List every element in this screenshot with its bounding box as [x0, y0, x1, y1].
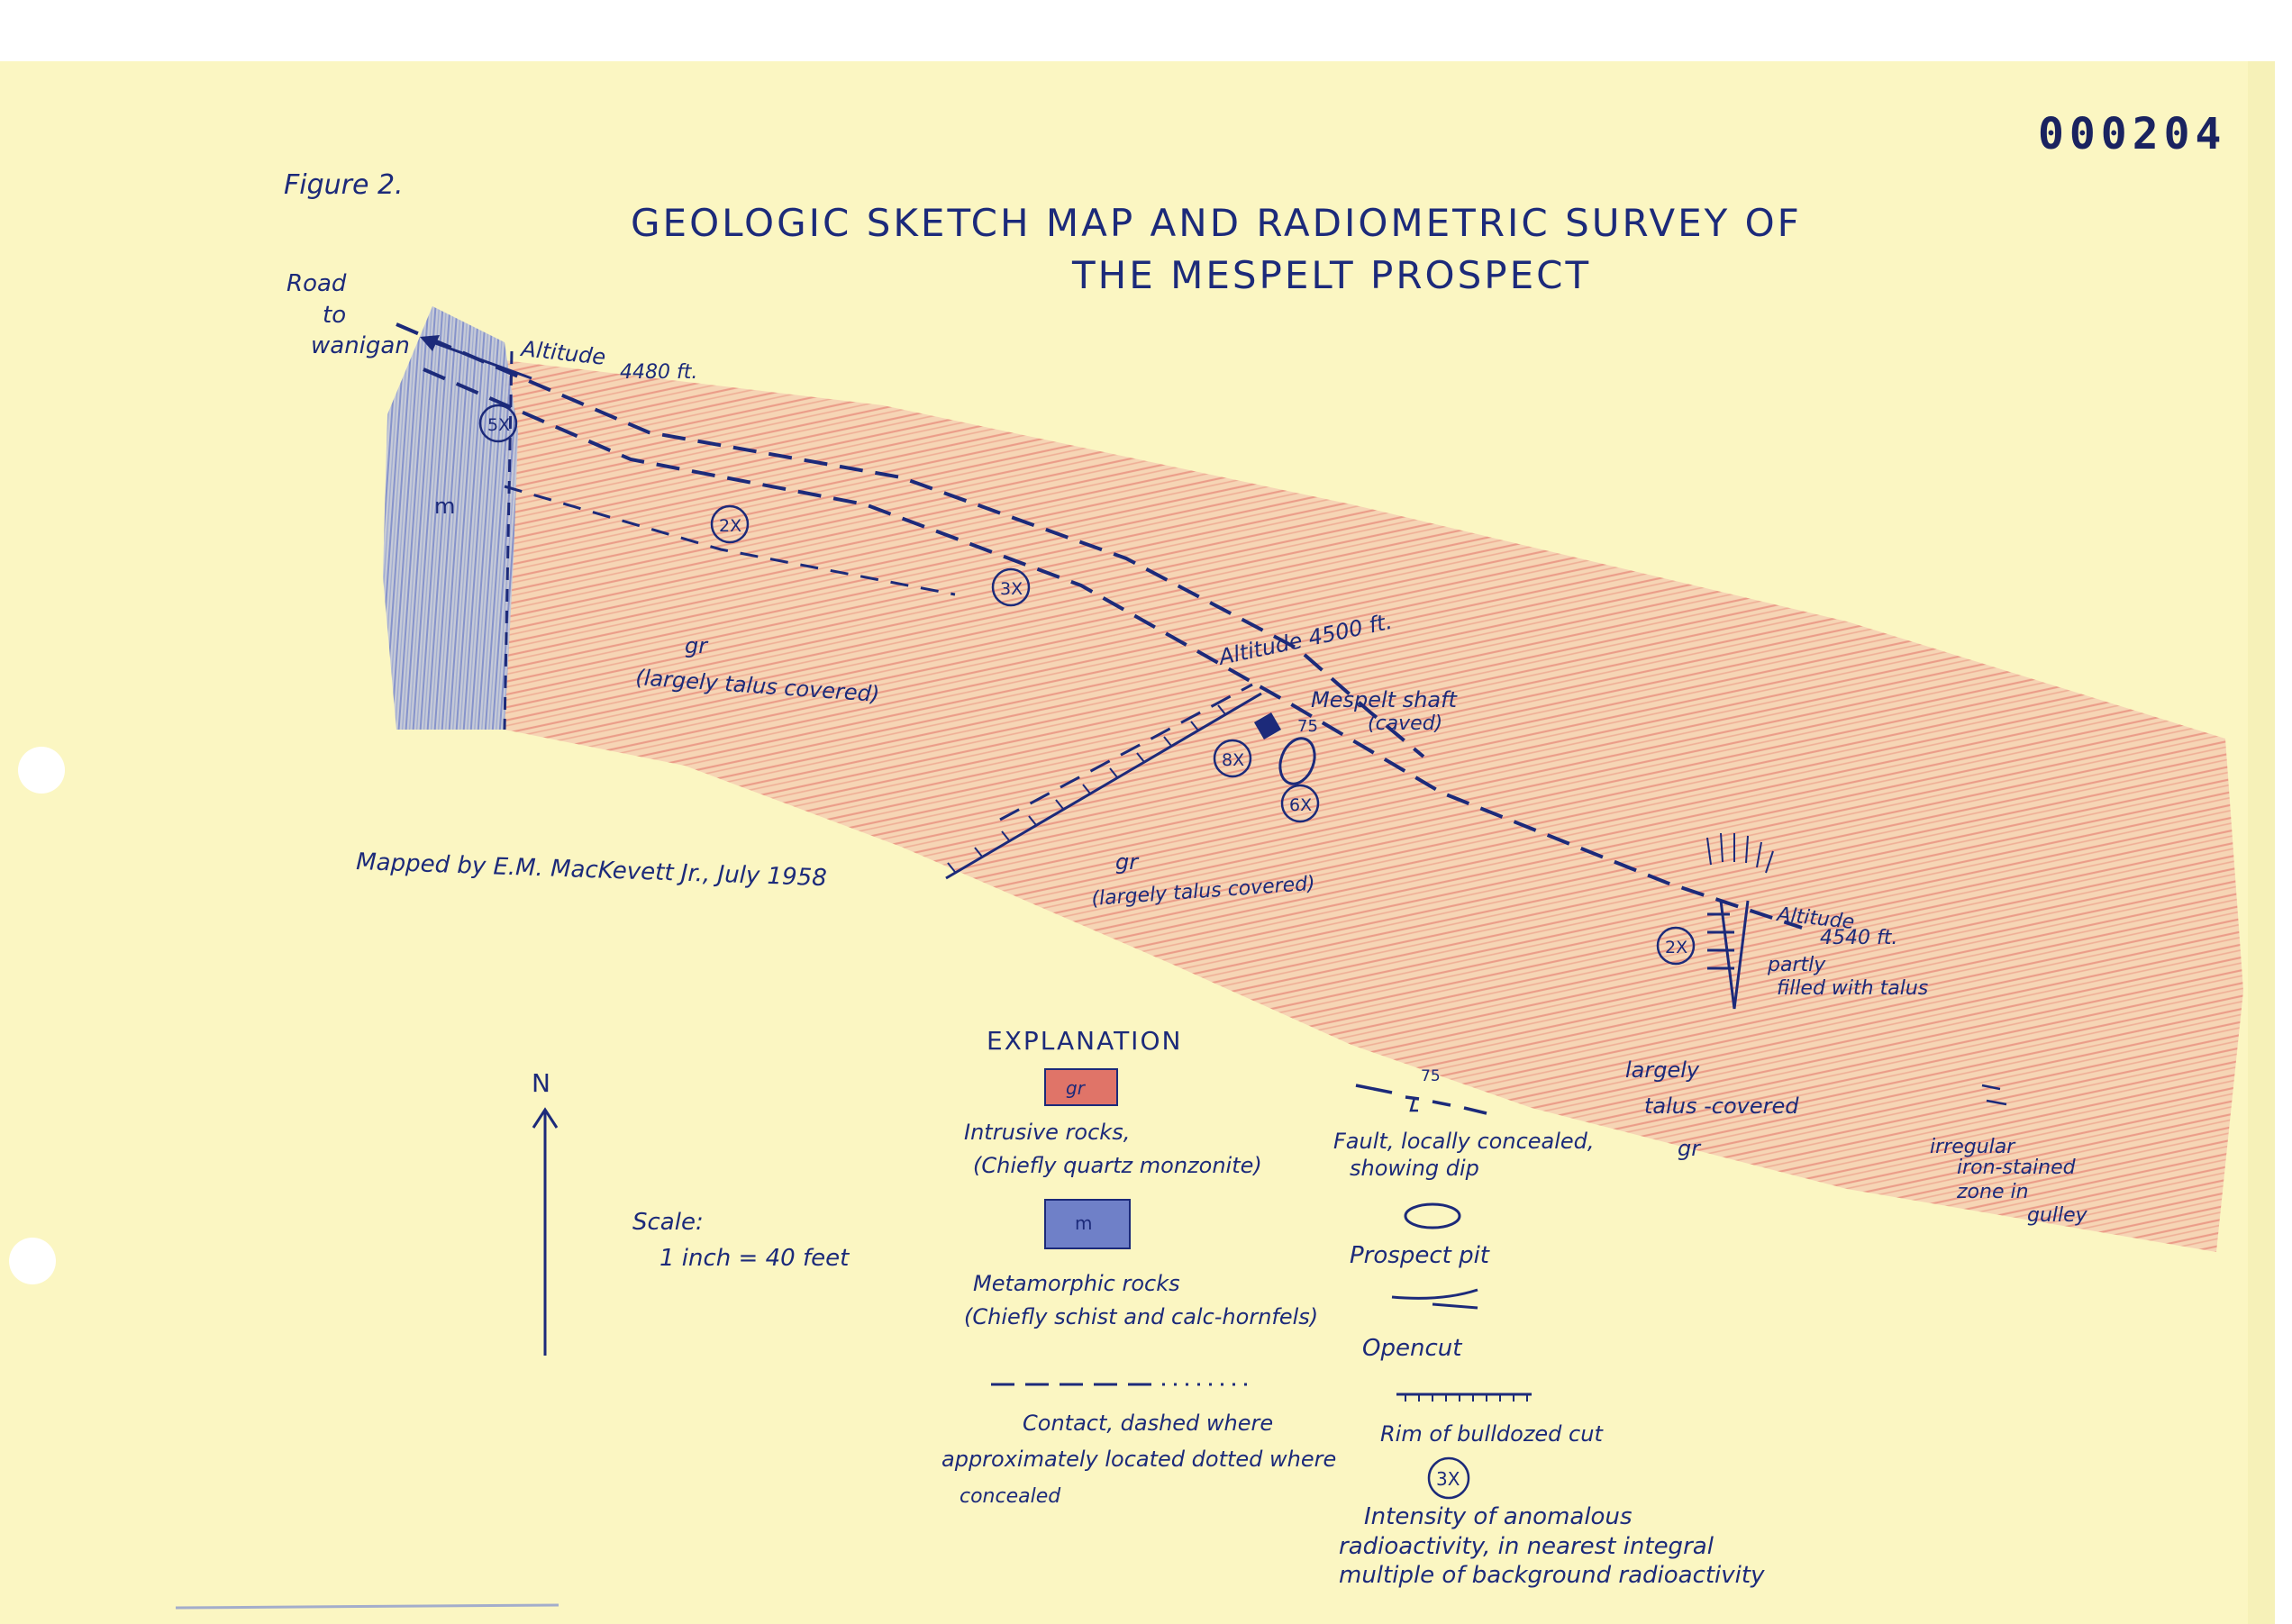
altitude-value-1: 4480 ft.	[620, 361, 697, 384]
opencut-legend-label: Opencut	[1362, 1335, 1462, 1362]
contact-line-south	[504, 485, 956, 596]
intensity-legend-symbol	[1427, 1456, 1470, 1500]
intrusive-rocks-unit	[505, 360, 2243, 1252]
intensity-marker: 5X	[478, 404, 518, 443]
svg-text:3X: 3X	[1000, 579, 1023, 599]
shaft-name-label: Mespelt shaft	[1311, 687, 1459, 712]
iron-zone-line3: zone in	[1956, 1181, 2029, 1203]
metamorphic-legend-line1: Metamorphic rocks	[973, 1271, 1180, 1296]
metamorphic-rocks-swatch	[1044, 1199, 1131, 1249]
map-title-line1: GEOLOGIC SKETCH MAP AND RADIOMETRIC SURV…	[631, 201, 1802, 245]
bulldozed-cut-rim-ticks	[947, 704, 1226, 873]
fault-legend-line2: showing dip	[1350, 1156, 1479, 1181]
opencut-symbol	[1707, 900, 1750, 1010]
bottom-edge-mark	[175, 1603, 559, 1610]
scale-label: Scale:	[632, 1209, 704, 1236]
intrusive-swatch-symbol: gr	[1066, 1077, 1087, 1099]
fault-legend-symbol	[1355, 1084, 1487, 1115]
shaft-note-label: (caved)	[1368, 712, 1442, 735]
road-label: Road	[286, 270, 347, 297]
road-label-destination: wanigan	[311, 332, 410, 359]
scale-value: 1 inch = 40 feet	[659, 1245, 850, 1272]
intensity-legend-line3: multiple of background radioactivity	[1339, 1562, 1765, 1589]
pit-note-line2: filled with talus	[1777, 977, 1928, 1000]
intensity-marker: 2X	[1656, 926, 1696, 966]
intrusive-rocks-swatch	[1044, 1068, 1118, 1106]
fault-legend-line1: Fault, locally concealed,	[1333, 1129, 1595, 1154]
contact-legend-line3: concealed	[960, 1485, 1061, 1508]
intrusive-unit-upper-symbol: gr	[685, 633, 709, 658]
intensity-marker: 3X	[991, 567, 1031, 607]
intrusive-legend-line1: Intrusive rocks,	[964, 1120, 1130, 1145]
intensity-legend-line1: Intensity of anomalous	[1364, 1503, 1633, 1530]
north-label: N	[532, 1068, 550, 1098]
iron-stain-ticks	[1981, 1084, 2007, 1106]
prospect-pit-legend-label: Prospect pit	[1350, 1242, 1490, 1269]
document-number: 000204	[2038, 109, 2226, 159]
fault-line-north	[396, 322, 1425, 758]
map-title-line2: THE MESPELT PROSPECT	[1071, 253, 1591, 297]
fault-dip-tick	[1409, 1097, 1418, 1112]
iron-zone-line1: irregular	[1930, 1136, 2016, 1158]
svg-text:5X: 5X	[487, 415, 510, 435]
svg-text:2X: 2X	[719, 516, 741, 536]
iron-zone-line2: iron-stained	[1957, 1157, 2077, 1179]
intensity-marker: 2X	[710, 504, 750, 544]
intensity-legend-symbol-text: 3X	[1436, 1468, 1460, 1490]
prospect-pit-legend-symbol	[1404, 1202, 1461, 1229]
intrusive-unit-lower-symbol: gr	[1115, 849, 1140, 875]
fault-line-south	[423, 367, 1803, 930]
right-unit-symbol: gr	[1678, 1136, 1702, 1161]
mespelt-shaft-symbol	[1253, 712, 1282, 740]
contact-line-diagonal	[999, 683, 1253, 821]
svg-text:6X: 6X	[1289, 795, 1312, 815]
hachures-symbol	[1706, 832, 1774, 874]
figure-label: Figure 2.	[284, 169, 404, 201]
bulldozed-cut-rim-south	[945, 692, 1262, 880]
contact-legend-line2: approximately located dotted where	[941, 1447, 1336, 1472]
road-label-to: to	[323, 302, 346, 329]
intensity-marker: 8X	[1213, 739, 1252, 778]
right-unit-line1: largely	[1625, 1057, 1700, 1083]
intensity-marker: 6X	[1280, 784, 1320, 823]
paper-right-edge	[2248, 61, 2275, 1624]
fault-legend-dip: 75	[1421, 1067, 1441, 1085]
pit-note-line1: partly	[1767, 954, 1826, 976]
rim-legend-label: Rim of bulldozed cut	[1380, 1421, 1604, 1447]
contact-legend-line1: Contact, dashed where	[1023, 1411, 1273, 1436]
intensity-legend-line2: radioactivity, in nearest integral	[1339, 1533, 1714, 1560]
binder-hole-top	[18, 747, 65, 794]
svg-text:8X: 8X	[1222, 750, 1244, 770]
svg-text:2X: 2X	[1665, 938, 1687, 957]
explanation-heading: EXPLANATION	[987, 1026, 1182, 1056]
right-unit-line2: talus -covered	[1644, 1093, 1799, 1119]
rim-legend-ticks	[1405, 1394, 1528, 1402]
prospect-pit-at-shaft	[1278, 737, 1316, 785]
altitude-value-3: 4540 ft.	[1820, 927, 1897, 949]
shaft-dip-label: 75	[1297, 717, 1318, 736]
metamorphic-swatch-symbol: m	[1075, 1212, 1092, 1234]
binder-hole-bottom	[9, 1238, 56, 1284]
metamorphic-unit-symbol: m	[434, 494, 455, 519]
iron-zone-line4: gulley	[2027, 1204, 2088, 1227]
intrusive-legend-line2: (Chiefly quartz monzonite)	[973, 1153, 1262, 1178]
metamorphic-legend-line2: (Chiefly schist and calc-hornfels)	[964, 1304, 1318, 1329]
north-arrow-icon	[532, 1107, 559, 1129]
opencut-legend-symbol	[1391, 1288, 1478, 1310]
